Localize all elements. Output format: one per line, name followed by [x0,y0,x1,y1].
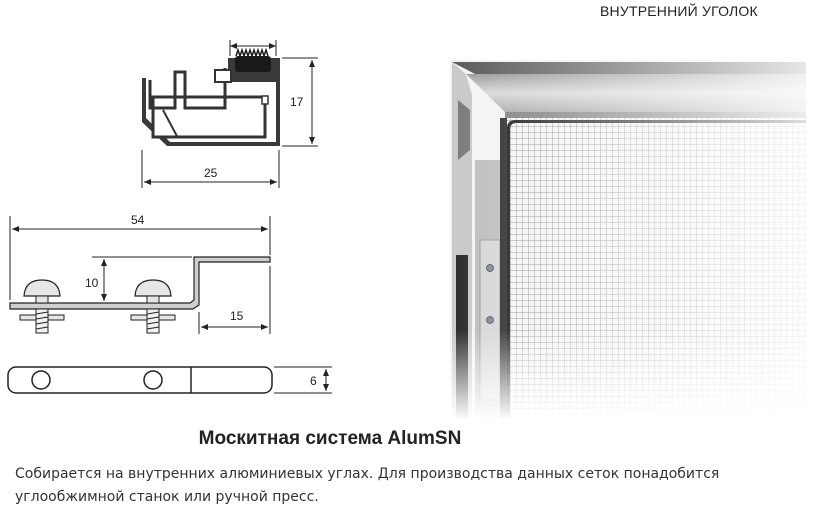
product-photo [440,60,820,420]
profile-cross-section [142,47,280,146]
corner-dimensions [9,216,271,334]
profile-dimensions [141,40,318,188]
photo-label: ВНУТРЕННИЙ УГОЛОК [600,3,758,19]
screw-right [130,279,176,334]
corner-thickness-label: 6 [310,374,317,388]
corner-top-view [7,366,273,394]
screw-left [19,279,65,334]
top-view-dimensions [274,366,332,394]
profile-width-label: 25 [204,166,218,180]
profile-height-label: 17 [290,95,304,109]
corner-side-view [9,256,271,334]
product-title: Москитная система AlumSN [198,428,462,449]
corner-length-label: 54 [131,213,145,227]
corner-tab-label: 15 [230,309,244,323]
technical-drawings: 17 25 54 10 15 [7,40,820,420]
product-description: Собирается на внутренних алюминиевых угл… [15,466,720,505]
corner-height-label: 10 [85,276,99,290]
